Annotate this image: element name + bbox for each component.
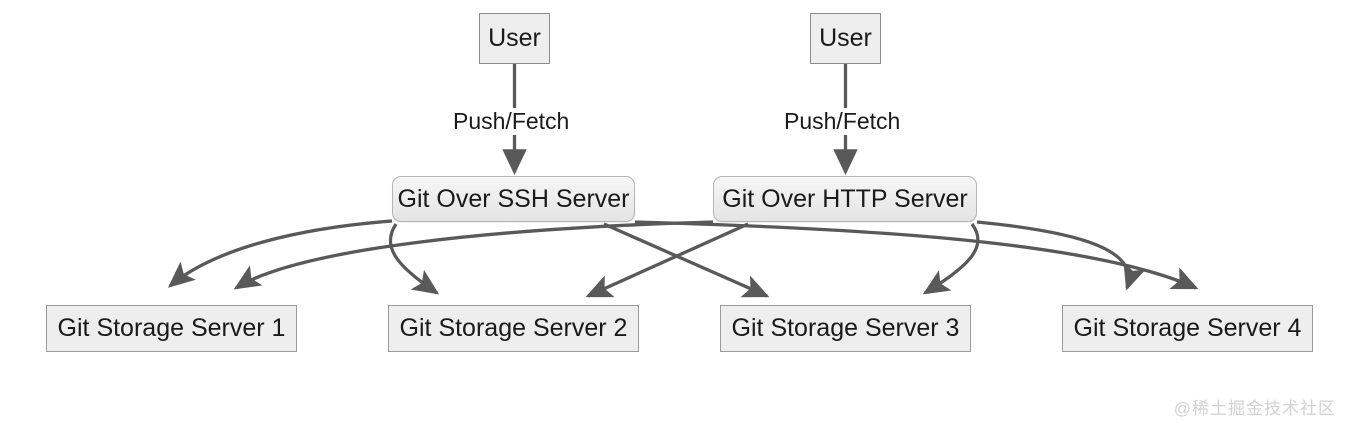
- node-git-storage-server-4-label: Git Storage Server 4: [1073, 314, 1302, 342]
- node-git-storage-server-1[interactable]: Git Storage Server 1: [46, 305, 297, 352]
- edge-http-to-storage-1: [233, 220, 714, 290]
- node-user-left-label: User: [488, 24, 541, 52]
- node-git-storage-server-2-label: Git Storage Server 2: [399, 314, 628, 342]
- edge-ssh-to-storage-1: [167, 219, 393, 288]
- edge-label-push-fetch-left: Push/Fetch: [450, 108, 573, 135]
- edge-ssh-to-storage-2: [388, 223, 440, 295]
- edge-http-to-storage-4: [976, 220, 1146, 291]
- node-git-storage-server-2[interactable]: Git Storage Server 2: [388, 305, 639, 352]
- node-user-right[interactable]: User: [810, 13, 881, 64]
- node-git-storage-server-1-label: Git Storage Server 1: [57, 314, 286, 342]
- edge-ssh-to-storage-3: [603, 222, 770, 298]
- node-user-left[interactable]: User: [479, 13, 550, 64]
- node-git-storage-server-3[interactable]: Git Storage Server 3: [720, 305, 971, 352]
- node-git-over-ssh-server-label: Git Over SSH Server: [397, 184, 630, 213]
- node-git-over-http-server-label: Git Over HTTP Server: [722, 184, 968, 213]
- edge-http-to-storage-2: [585, 222, 749, 298]
- node-git-storage-server-4[interactable]: Git Storage Server 4: [1062, 305, 1313, 352]
- watermark: @稀土掘金技术社区: [1173, 399, 1336, 418]
- node-git-over-http-server[interactable]: Git Over HTTP Server: [713, 176, 977, 222]
- edge-ssh-to-storage-4: [634, 220, 1199, 290]
- edge-http-to-storage-3: [922, 223, 980, 295]
- node-git-over-ssh-server[interactable]: Git Over SSH Server: [392, 176, 635, 222]
- edge-label-push-fetch-right: Push/Fetch: [781, 108, 904, 135]
- node-git-storage-server-3-label: Git Storage Server 3: [731, 314, 960, 342]
- node-user-right-label: User: [819, 24, 872, 52]
